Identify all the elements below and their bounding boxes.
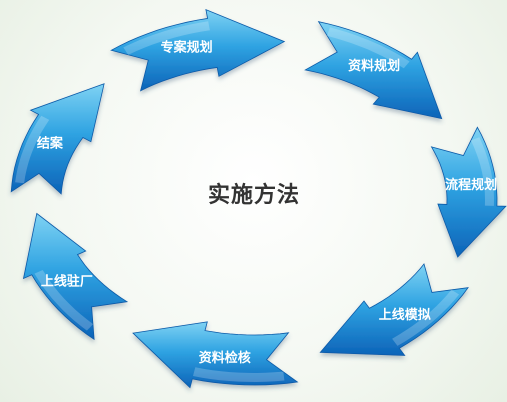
step-data-planning-sheen [327,27,410,69]
step-process-planning-label: 流程规划 [445,177,497,193]
center-title: 实施方法 [208,182,300,208]
step-closing-arrow [10,83,105,195]
step-data-check-label: 资料检核 [199,350,251,366]
step-data-planning-arrow [304,21,443,120]
step-process-planning-sheen [470,137,494,206]
step-data-planning-label: 资料规划 [348,58,400,74]
step-onsite-go-live-sheen [34,270,94,331]
step-process-planning-arrow [430,126,507,258]
step-data-check-arrow [132,321,299,389]
step-go-live-simulation-label: 上线模拟 [379,307,431,323]
step-go-live-simulation-arrow [319,263,469,356]
step-onsite-go-live-label: 上线驻厂 [41,274,93,290]
step-closing-sheen [15,115,50,184]
step-project-planning-sheen [123,21,210,55]
step-go-live-simulation-sheen [392,289,460,346]
step-closing-label: 结案 [37,135,64,151]
step-project-planning-arrow [110,8,286,92]
step-onsite-go-live-arrow [22,212,129,341]
step-project-planning-label: 专案规划 [161,39,213,55]
step-data-check-sheen [193,367,285,382]
